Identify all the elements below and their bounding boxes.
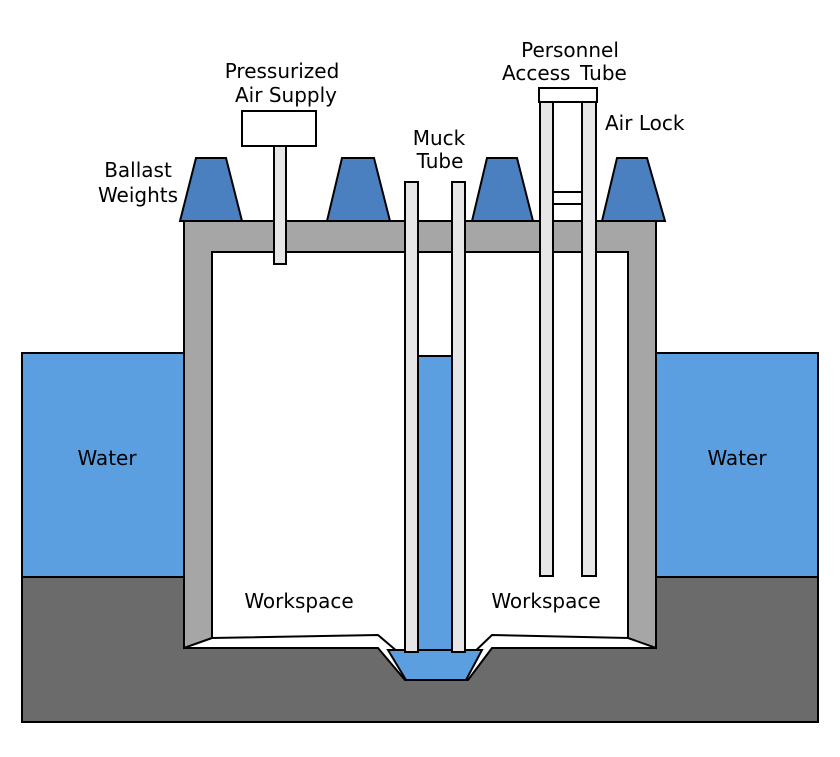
access-tube-left-wall [539,101,554,577]
access-tube-right-wall [581,101,597,577]
air-supply-box [241,110,317,147]
label-pressurized-2: Air Supply [235,83,337,107]
sump-water [386,649,484,681]
label-personnel-2b: Tube [579,61,627,85]
ballast-weight-1 [178,157,244,222]
label-personnel-1: Personnel [521,38,619,62]
label-air-lock: Air Lock [605,111,685,135]
air-lock-door [552,191,583,205]
label-water-right: Water [707,446,767,470]
water-right [655,352,819,578]
label-workspace-left: Workspace [244,589,353,613]
water-left [21,352,185,578]
label-ballast-2: Weights [98,183,178,207]
label-workspace-right: Workspace [491,589,600,613]
label-muck-1: Muck [413,126,466,150]
label-muck-2: Tube [416,149,464,173]
label-pressurized-1: Pressurized [225,59,340,83]
muck-tube-left-wall [404,181,419,653]
air-supply-pipe [273,145,287,265]
access-tube-cap [538,87,598,103]
ballast-weight-4 [600,157,667,222]
muck-tube-right-wall [451,181,466,653]
ballast-weight-2 [325,157,392,222]
label-ballast-1: Ballast [104,158,172,182]
ballast-weight-3 [470,157,535,222]
label-personnel-2: Access [502,61,570,85]
muck-tube-water [417,355,453,659]
label-water-left: Water [77,446,137,470]
